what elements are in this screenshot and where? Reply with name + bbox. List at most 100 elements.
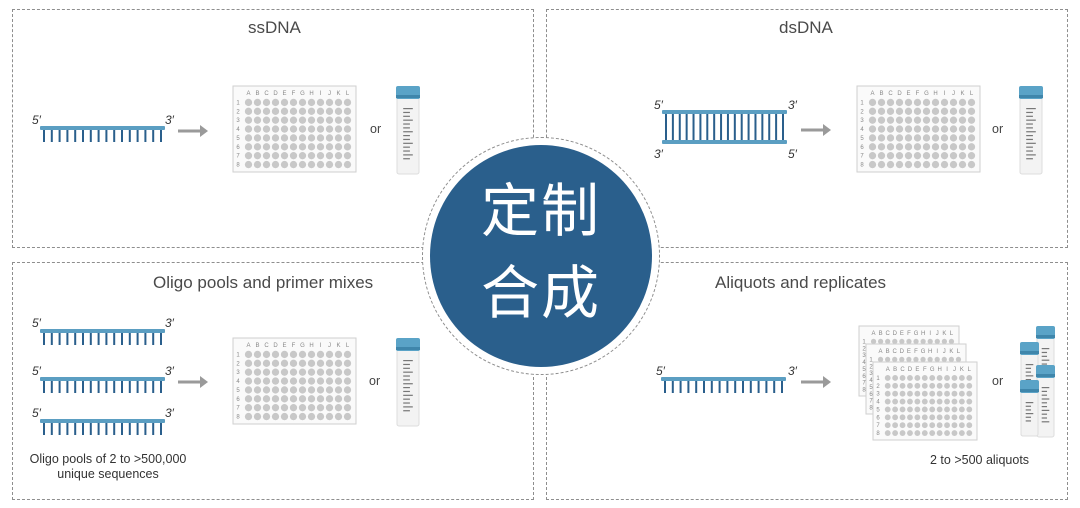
dna-base xyxy=(136,423,139,435)
tube-barcode-line xyxy=(1041,409,1050,411)
plate-well xyxy=(936,390,943,397)
plate-column-label: C xyxy=(893,349,898,355)
plate-well xyxy=(951,398,958,405)
plate-well xyxy=(944,390,950,397)
plate-well xyxy=(343,377,352,385)
plate-well xyxy=(967,143,976,151)
plate-well xyxy=(253,152,262,160)
dna-base xyxy=(671,381,674,393)
dna-base xyxy=(160,423,162,435)
plate-well xyxy=(280,386,289,394)
plate-column-label: K xyxy=(942,331,946,337)
plate-well xyxy=(868,134,877,142)
plate-row-label: 7 xyxy=(869,399,873,405)
plate-column-label: K xyxy=(960,367,964,373)
plate-well xyxy=(892,414,899,421)
tube-barcode-line xyxy=(1041,398,1050,400)
dna-base xyxy=(66,381,69,393)
tube-barcode-line xyxy=(403,410,410,412)
plate-column-label: B xyxy=(255,91,259,97)
plate-well xyxy=(334,386,343,394)
plate-well xyxy=(895,160,904,169)
plate-well xyxy=(892,406,899,413)
plate-well xyxy=(940,98,949,107)
plate-well xyxy=(262,412,271,421)
plate-row-label: 4 xyxy=(876,400,880,406)
plate-well xyxy=(907,406,913,413)
plate-well xyxy=(877,125,886,133)
plate-column-label: C xyxy=(886,331,891,337)
plate-well xyxy=(884,398,891,405)
plate-well xyxy=(343,404,352,412)
tube-barcode-line xyxy=(1025,420,1032,422)
plate-well xyxy=(877,338,884,345)
arrow-shaft xyxy=(178,129,200,133)
plate-well xyxy=(325,350,334,359)
dna-base xyxy=(136,130,139,142)
dna-base-pair xyxy=(706,114,709,140)
plate-column-label: B xyxy=(879,91,883,97)
plate-well xyxy=(868,125,877,133)
plate-well xyxy=(289,359,298,367)
plate-well xyxy=(922,125,931,133)
plate-well xyxy=(325,143,334,151)
plate-well xyxy=(244,116,253,124)
plate-well xyxy=(966,406,973,413)
plate-well xyxy=(892,382,899,389)
plate-well xyxy=(958,152,967,160)
plate-well xyxy=(958,414,965,421)
tube-barcode-line xyxy=(403,360,413,362)
dna-base xyxy=(58,381,61,393)
plate-well xyxy=(343,125,352,133)
plate-column-label: J xyxy=(328,91,331,97)
plate-well xyxy=(316,152,325,160)
dna-base-pair xyxy=(671,114,674,140)
dna-backbone-top xyxy=(662,110,787,114)
plate-column-label: D xyxy=(273,91,278,97)
dna-base xyxy=(105,333,108,345)
plate-column-label: L xyxy=(346,91,350,97)
plate-well xyxy=(307,395,316,403)
tube-barcode-line xyxy=(403,371,413,373)
plate-well xyxy=(921,406,928,413)
label-3prime-dsdna-bottom: 3′ xyxy=(654,147,663,161)
plate-well xyxy=(271,386,280,394)
plate-well xyxy=(951,406,958,413)
plate-well xyxy=(289,368,298,376)
plate-well xyxy=(289,395,298,403)
plate-row-label: 4 xyxy=(869,378,873,384)
plate-well xyxy=(899,356,905,363)
plate-well xyxy=(966,382,973,389)
plate-column-label: G xyxy=(921,349,926,355)
arrow-dsdna xyxy=(801,124,831,136)
plate-column-label: F xyxy=(292,91,296,97)
plate-well xyxy=(244,350,253,359)
plate-well xyxy=(949,134,958,142)
or-aliquots: or xyxy=(992,374,1004,388)
label-5prime-dsdna-top: 5′ xyxy=(654,98,663,112)
plate-well xyxy=(967,98,976,107)
dna-base xyxy=(749,381,752,393)
dna-base xyxy=(781,381,783,393)
plate-well xyxy=(271,359,280,367)
dna-base xyxy=(765,381,768,393)
plate-well xyxy=(892,338,898,345)
plate-well xyxy=(868,116,877,124)
plate-well xyxy=(271,125,280,133)
tube-barcode-line xyxy=(403,119,413,121)
plate-column-label: B xyxy=(893,367,897,373)
arrow-head xyxy=(823,124,831,136)
tube-barcode-line xyxy=(1026,111,1033,114)
plate-well xyxy=(280,368,289,376)
plate-well xyxy=(262,107,271,115)
plate-well xyxy=(877,107,886,115)
tube-cap-rim xyxy=(396,95,420,98)
dna-backbone xyxy=(40,329,165,333)
plate-row-label: 2 xyxy=(236,109,240,115)
plate-well xyxy=(895,116,904,124)
plate-well xyxy=(967,116,976,124)
dna-base xyxy=(50,381,53,393)
dna-base xyxy=(74,381,77,393)
